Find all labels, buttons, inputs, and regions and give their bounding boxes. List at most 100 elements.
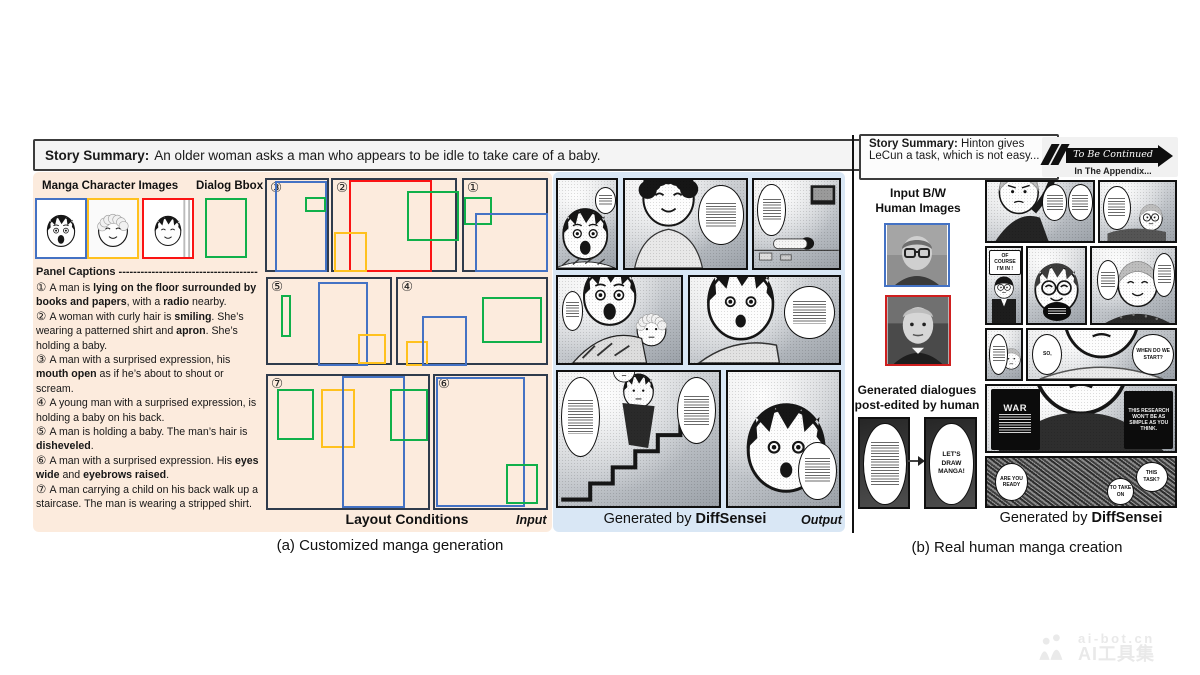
character-image-1 [35, 198, 87, 259]
panel-captions-label: Panel Captions [36, 266, 116, 278]
manga-panel: OF COURSE I'M IN ! [985, 246, 1023, 325]
layout-panel: ① [462, 178, 548, 272]
generated-by-label-b: Generated by DiffSensei [985, 510, 1177, 526]
dialogue-after-panel: LET'S DRAW MANGA! [924, 417, 977, 509]
dialogues-line2: post-edited by human [854, 398, 980, 412]
speech-bubble [863, 423, 907, 505]
story-summary-a-label: Story Summary: [45, 147, 150, 163]
red-bbox [349, 180, 432, 272]
output-label-a: Output [801, 513, 842, 527]
blue-bbox [275, 181, 327, 272]
manga-panel [623, 178, 748, 270]
dialog-bbox [205, 198, 247, 258]
caption-a: (a) Customized manga generation [276, 537, 504, 554]
layout-conditions-label: Layout Conditions [345, 511, 469, 527]
speech-bubble: OF COURSE I'M IN ! [989, 250, 1021, 275]
speech-bubble-lets-draw: LET'S DRAW MANGA! [929, 423, 974, 505]
lecun-photo [884, 223, 950, 287]
story-summary-a-text: An older woman asks a man who appears to… [154, 147, 601, 163]
dialogue-before-panel [858, 417, 910, 509]
green-bbox [277, 389, 314, 440]
speech-bubble [1096, 260, 1119, 300]
story-summary-b-text: Hinton gives LeCun a task, which is not … [869, 138, 1040, 162]
manga-panel [985, 328, 1023, 381]
manga-panel [985, 180, 1095, 243]
story-summary-b: Story Summary: Hinton gives LeCun a task… [859, 134, 1059, 180]
arrow-head [1158, 145, 1173, 167]
input-bw-line1: Input B/W [890, 186, 946, 200]
speech-bubble: THIS TASK? [1135, 461, 1168, 492]
input-bw-line2: Human Images [875, 201, 961, 215]
layout-panel-number: ① [467, 180, 480, 195]
generated-dialogues-label: Generated dialogues post-edited by human [852, 383, 982, 413]
generated-by-prefix-a: Generated by [603, 511, 696, 527]
edit-arrow-icon [908, 456, 925, 466]
character-image-3 [142, 198, 194, 259]
speech-bubble [797, 441, 837, 500]
diffsensei-name-a: DiffSensei [695, 511, 767, 527]
yellow-bbox [406, 341, 428, 366]
layout-panel: ⑥ [433, 374, 548, 510]
generated-manga-a [553, 178, 845, 510]
caption-b: (b) Real human manga creation [911, 539, 1123, 556]
speech-bubble [677, 377, 717, 444]
story-summary-b-label: Story Summary: [869, 138, 958, 150]
speech-bubble: WHEN DO WE START? [1132, 333, 1175, 376]
layout-panel: ④ [396, 277, 548, 366]
green-bbox [482, 297, 542, 343]
green-bbox [281, 295, 291, 337]
layout-panel: ② [331, 178, 459, 272]
generated-by-prefix-b: Generated by [999, 510, 1092, 526]
speech-bubble: SO, [1032, 333, 1063, 376]
panel-caption: ② A woman with curly hair is smiling. Sh… [36, 310, 244, 352]
blue-bbox [475, 213, 548, 272]
manga-panel [726, 370, 841, 508]
input-label-a: Input [516, 513, 547, 527]
watermark: ai-bot.cn AI工具集 [1036, 624, 1192, 672]
manga-panel [1090, 246, 1177, 325]
layout-panel-number: ⑥ [438, 376, 451, 391]
layout-panel: ③ [265, 178, 329, 272]
speech-bubble [1042, 302, 1072, 321]
speech-bubble [757, 184, 786, 236]
panel-caption: ⑥ A man with a surprised expression. His… [36, 454, 259, 482]
speech-bubble [1153, 252, 1175, 297]
dialog-bbox-label: Dialog Bbox [196, 180, 264, 192]
dialogues-line1: Generated dialogues [857, 383, 977, 397]
layout-panel-number: ⑤ [271, 279, 284, 294]
blue-bbox [422, 316, 467, 366]
layout-panel: ⑤ [266, 277, 392, 366]
green-bbox [390, 389, 428, 441]
to-be-continued-arrow-icon: To Be Continued [1066, 145, 1174, 167]
panel-caption: ③ A man with a surprised expression, his… [36, 354, 231, 395]
speech-bubble [1103, 185, 1131, 230]
speech-bubble [1067, 184, 1093, 221]
lets-draw-text: LET'S DRAW MANGA! [938, 451, 965, 476]
yellow-bbox [334, 232, 367, 272]
speech-bubble: THIS RESEARCH WON'T BE AS SIMPLE AS YOU … [1124, 391, 1174, 450]
layout-panel-number: ⑦ [271, 376, 284, 391]
story-summary-a: Story Summary: An older woman asks a man… [33, 139, 865, 171]
green-bbox [305, 197, 326, 212]
layout-panel-number: ④ [401, 279, 414, 294]
layout-panel: ⑦ [266, 374, 430, 510]
speech-bubble [561, 377, 601, 458]
to-be-continued-banner: To Be Continued [1040, 137, 1178, 177]
watermark-line1: ai-bot.cn [1078, 630, 1155, 646]
blue-bbox [318, 282, 368, 366]
speech-bubble [595, 187, 616, 214]
manga-panel [556, 178, 618, 270]
watermark-line2: AI工具集 [1078, 644, 1155, 665]
panel-captions-dashes: -------------------------------------- [118, 266, 258, 278]
panel-caption: ⑦ A man carrying a child on his back wal… [36, 483, 258, 511]
input-bw-label: Input B/W Human Images [862, 186, 974, 216]
yellow-bbox [358, 334, 386, 364]
manga-panel [556, 275, 683, 365]
layout-panel-number: ② [336, 180, 349, 195]
generated-by-label-a: Generated by DiffSensei [570, 511, 800, 527]
manga-panel [1098, 180, 1177, 243]
manga-panel [556, 370, 721, 508]
speech-bubble [783, 285, 836, 340]
